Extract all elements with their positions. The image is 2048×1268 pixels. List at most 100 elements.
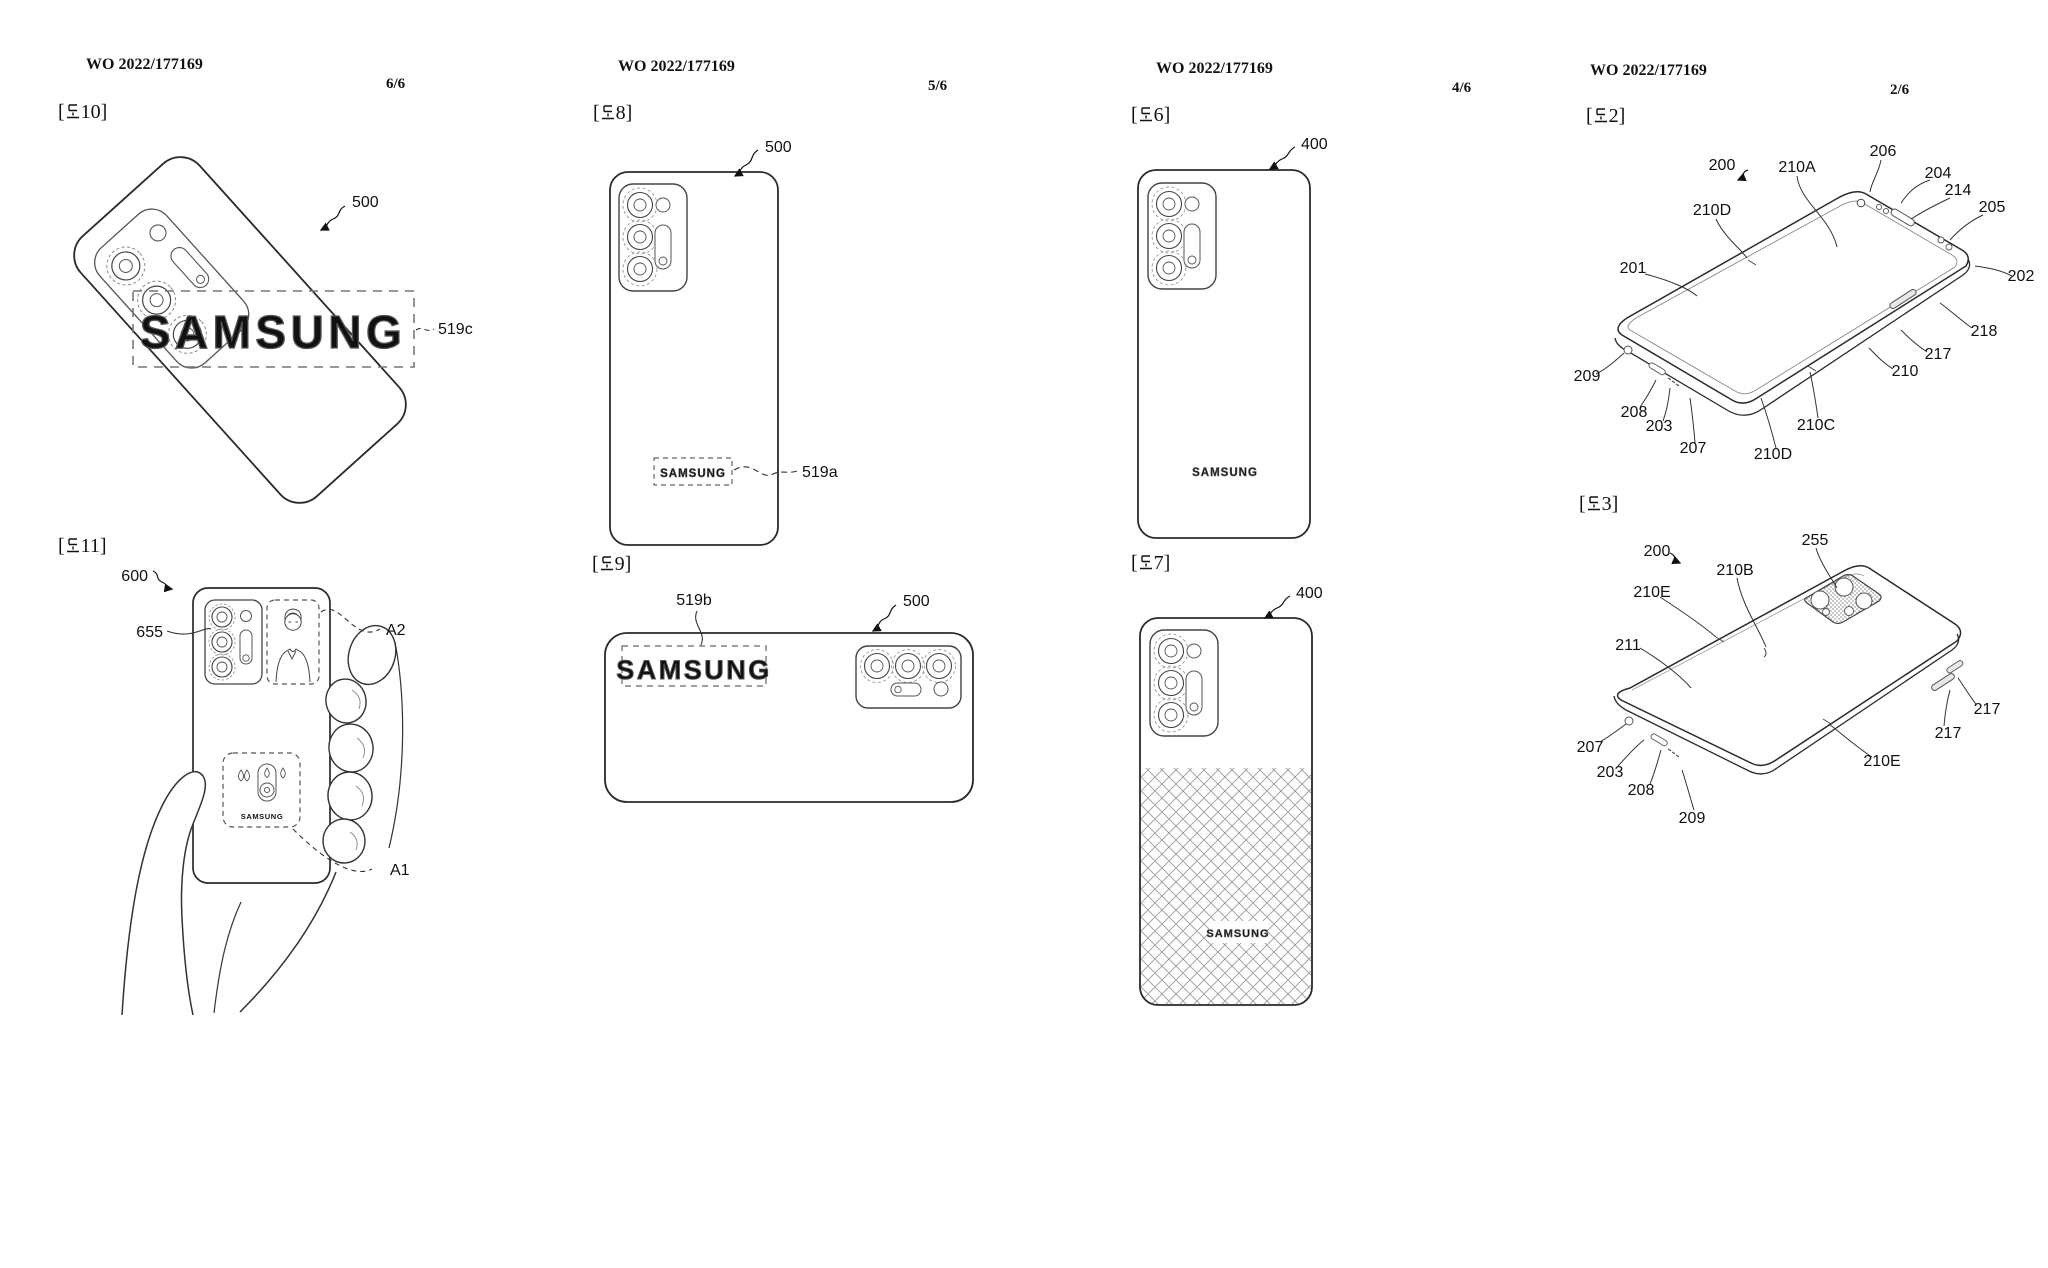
wrist-line — [213, 901, 242, 1014]
doc-number-col4: WO 2022/177169 — [1590, 62, 1707, 79]
samsung-logo-small: SAMSUNG — [660, 468, 726, 480]
fig10-phone-body — [73, 156, 407, 504]
camera-lens — [1855, 592, 1873, 610]
camera-lens — [1834, 577, 1854, 597]
logo-region-dashed-box — [653, 457, 733, 486]
samsung-logo-small: SAMSUNG — [1192, 467, 1258, 479]
ref-204: 204 — [1925, 165, 1952, 182]
portrait-display-region — [266, 599, 320, 685]
ref-A2: A2 — [386, 622, 406, 639]
page-number-col3: 4/6 — [1452, 80, 1472, 96]
doc-number-col2: WO 2022/177169 — [618, 58, 735, 75]
flash-led — [933, 681, 949, 697]
ref-210D-top: 210D — [1693, 202, 1731, 219]
finger — [347, 624, 397, 686]
ref-400: 400 — [1296, 585, 1323, 602]
side-key — [1931, 673, 1955, 691]
drop-icon — [280, 767, 286, 779]
hangul-do-glyph — [1587, 496, 1600, 511]
laser-af-pill — [654, 224, 672, 270]
page-number-col4: 2/6 — [1890, 82, 1910, 98]
mic-hole — [1945, 243, 1953, 251]
samsung-logo-small: SAMSUNG — [1206, 928, 1269, 940]
ref-217-upper: 217 — [1974, 701, 2001, 718]
hangul-do-glyph — [600, 556, 613, 571]
ref-209: 209 — [1679, 810, 1706, 827]
ref-210B: 210B — [1716, 562, 1753, 579]
figure-tag-fig6: [6] — [1131, 104, 1171, 126]
ref-500: 500 — [352, 194, 379, 211]
flash-led — [1186, 643, 1202, 659]
laser-af-pill — [1183, 223, 1201, 269]
figure-tag-fig10: [10] — [58, 101, 108, 123]
leader-A2 — [320, 609, 381, 633]
leader-A1 — [292, 828, 373, 872]
ref-519b: 519b — [676, 592, 712, 609]
fig11-drawing: SAMSUNG 600 655 A2 A1 — [121, 568, 410, 1016]
ref-209: 209 — [1574, 368, 1601, 385]
hangul-do-glyph — [66, 104, 79, 119]
hangul-do-glyph — [1139, 555, 1152, 570]
fig7-phone-body — [1139, 617, 1313, 1006]
side-thickness — [1614, 258, 1971, 416]
figure-tag-fig3: [3] — [1579, 493, 1619, 515]
lead-arrow-400 — [1263, 595, 1291, 619]
thumb — [121, 770, 207, 1016]
mic-hole — [1937, 236, 1945, 244]
hand-illustration — [121, 624, 404, 1016]
ref-211: 211 — [1615, 637, 1641, 654]
ref-208: 208 — [1628, 782, 1655, 799]
doc-number-col3: WO 2022/177169 — [1156, 60, 1273, 77]
lead-arrow-500 — [319, 205, 346, 231]
lead-arrow-500 — [733, 149, 759, 177]
laser-af-pill — [1185, 670, 1203, 716]
usb-connector — [1650, 733, 1668, 747]
ref-210E-right: 210E — [1863, 753, 1900, 770]
camera-lens — [1810, 590, 1830, 610]
ref-217-lower: 217 — [1935, 725, 1962, 742]
finger — [325, 678, 367, 724]
ref-600: 600 — [121, 568, 148, 585]
ref-206: 206 — [1870, 143, 1897, 160]
fig8-drawing: SAMSUNG 519a 500 — [609, 139, 838, 546]
ref-210D-bottom: 210D — [1754, 446, 1792, 463]
crosshatch-region — [1141, 768, 1311, 1005]
doc-number-col1: WO 2022/177169 — [86, 56, 203, 73]
fig2-leader-lines — [1595, 159, 2013, 449]
ref-A1: A1 — [390, 862, 410, 879]
flash-led — [655, 197, 671, 213]
fig10-drawing: SAMSUNG 500 519c — [73, 156, 473, 504]
leader-655 — [166, 628, 212, 635]
ref-400: 400 — [1301, 136, 1328, 153]
ref-210: 210 — [1892, 363, 1919, 380]
samsung-logo-tiny: SAMSUNG — [241, 812, 284, 821]
flash-led — [240, 610, 252, 622]
figure-tag-fig11: [11] — [58, 535, 107, 557]
fig2-drawing: 200 210A 206 204 214 205 210D 201 202 21… — [1574, 143, 2035, 463]
ref-214: 214 — [1945, 182, 1972, 199]
ref-203: 203 — [1597, 764, 1624, 781]
fig2-phone-front-face — [1617, 191, 1969, 404]
ref-208: 208 — [1621, 404, 1648, 421]
side-key — [1946, 660, 1964, 674]
speaker-holes — [1667, 377, 1680, 387]
page-number-col2: 5/6 — [928, 78, 948, 94]
ref-200: 200 — [1644, 543, 1671, 560]
front-camera — [1856, 198, 1866, 208]
status-display-region: SAMSUNG — [222, 752, 301, 828]
figure-tag-fig7: [7] — [1131, 552, 1171, 574]
ref-217: 217 — [1925, 346, 1952, 363]
ref-655: 655 — [136, 624, 163, 641]
ref-519a: 519a — [802, 464, 838, 481]
side-key — [1889, 288, 1917, 310]
page-number-col1: 6/6 — [386, 76, 406, 92]
logo-region-dashed-box — [621, 645, 767, 687]
samsung-logo-medium: SAMSUNG — [616, 655, 772, 685]
ref-218: 218 — [1971, 323, 1998, 340]
person-portrait — [284, 613, 302, 631]
ref-207: 207 — [1577, 739, 1604, 756]
figure-tag-fig8: [8] — [593, 102, 633, 124]
lead-arrow-200 — [1736, 169, 1749, 182]
earjack-hole — [1624, 716, 1634, 726]
